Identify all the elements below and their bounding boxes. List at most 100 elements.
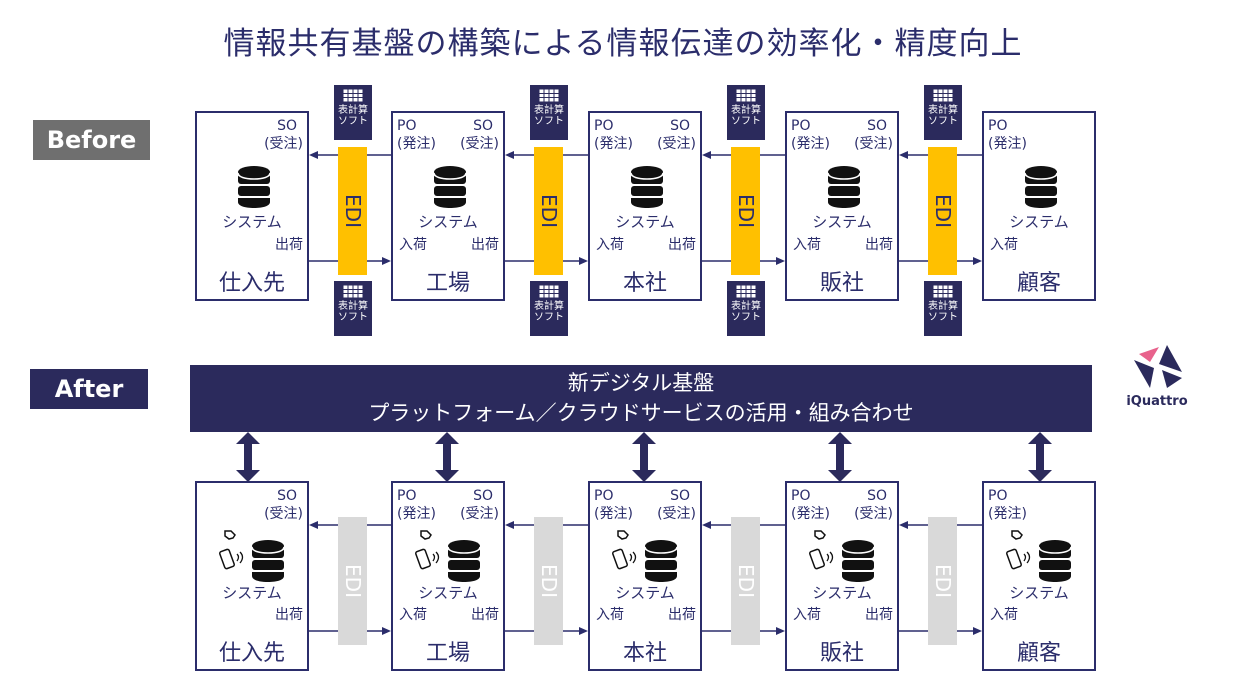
entity-box-after-2: PO(発注)SO(受注)システム入荷出荷本社 [588, 481, 702, 671]
receive-label: 入荷 [990, 237, 1018, 253]
database-icon [1024, 165, 1058, 209]
system-label: システム [222, 584, 282, 602]
spreadsheet-icon [933, 89, 953, 102]
entity-name: 顧客 [1016, 271, 1061, 296]
entity-box-before-4: PO(発注)システム入荷顧客 [982, 111, 1096, 301]
po-order-label: (発注) [988, 136, 1027, 152]
iquattro-logo: iQuattro [1112, 342, 1202, 412]
software-label: ソフト [534, 116, 564, 127]
edi-label: EDI [536, 564, 561, 598]
system-label: システム [418, 213, 478, 231]
database-icon [841, 539, 875, 583]
spreadsheet-label: 表計算 [731, 301, 761, 312]
software-label: ソフト [338, 116, 368, 127]
po-label: PO [397, 488, 417, 504]
so-label: SO [670, 118, 690, 134]
po-order-label: (発注) [594, 506, 633, 522]
edi-label: EDI [340, 194, 365, 228]
edi-label: EDI [930, 564, 955, 598]
database-icon [630, 165, 664, 209]
so-label: SO [670, 488, 690, 504]
platform-title: 新デジタル基盤 [567, 371, 715, 395]
edi-label: EDI [733, 564, 758, 598]
po-order-label: (発注) [594, 136, 633, 152]
mobile-device-icon [809, 528, 839, 572]
so-order-label: (受注) [460, 136, 499, 152]
spreadsheet-software-badge: 表計算ソフト [924, 281, 962, 336]
bidirectional-sync-arrow [632, 432, 656, 482]
ship-label: 出荷 [865, 607, 893, 623]
edi-bar: EDI [338, 517, 367, 645]
so-order-label: (受注) [854, 136, 893, 152]
entity-name: 工場 [425, 641, 470, 666]
receive-label: 入荷 [793, 607, 821, 623]
edi-label: EDI [536, 194, 561, 228]
so-label: SO [473, 118, 493, 134]
entity-box-before-3: PO(発注)SO(受注)システム入荷出荷販社 [785, 111, 899, 301]
system-label: システム [1009, 213, 1069, 231]
so-order-label: (受注) [657, 136, 696, 152]
spreadsheet-software-badge: 表計算ソフト [924, 85, 962, 140]
ship-label: 出荷 [275, 237, 303, 253]
spreadsheet-label: 表計算 [338, 105, 368, 116]
database-icon [433, 165, 467, 209]
spreadsheet-software-badge: 表計算ソフト [334, 281, 372, 336]
logo-text: iQuattro [1126, 394, 1188, 409]
mobile-device-icon [1006, 528, 1036, 572]
receive-label: 入荷 [990, 607, 1018, 623]
platform-subtitle: プラットフォーム／クラウドサービスの活用・組み合わせ [368, 401, 914, 425]
ship-label: 出荷 [668, 607, 696, 623]
system-label: システム [615, 213, 675, 231]
bidirectional-sync-arrow [828, 432, 852, 482]
spreadsheet-icon [343, 285, 363, 298]
before-label: Before [33, 120, 150, 160]
entity-name: 仕入先 [218, 271, 285, 296]
ship-label: 出荷 [471, 237, 499, 253]
po-order-label: (発注) [397, 136, 436, 152]
receive-label: 入荷 [596, 237, 624, 253]
slide-title: 情報共有基盤の構築による情報伝達の効率化・精度向上 [223, 26, 1023, 62]
edi-bar: EDI [534, 517, 563, 645]
so-label: SO [867, 488, 887, 504]
so-order-label: (受注) [657, 506, 696, 522]
spreadsheet-label: 表計算 [928, 301, 958, 312]
so-label: SO [473, 488, 493, 504]
edi-bar: EDI [338, 147, 367, 275]
mobile-device-icon [612, 528, 642, 572]
po-order-label: (発注) [791, 506, 830, 522]
po-label: PO [791, 488, 811, 504]
edi-label: EDI [733, 194, 758, 228]
entity-box-after-4: PO(発注)システム入荷顧客 [982, 481, 1096, 671]
spreadsheet-label: 表計算 [928, 105, 958, 116]
entity-box-before-0: SO(受注)システム出荷仕入先 [195, 111, 309, 301]
ship-label: 出荷 [668, 237, 696, 253]
entity-box-after-3: PO(発注)SO(受注)システム入荷出荷販社 [785, 481, 899, 671]
mobile-device-icon [415, 528, 445, 572]
bidirectional-sync-arrow [435, 432, 459, 482]
entity-name: 顧客 [1016, 641, 1061, 666]
so-order-label: (受注) [460, 506, 499, 522]
spreadsheet-software-badge: 表計算ソフト [727, 85, 765, 140]
entity-name: 工場 [425, 271, 470, 296]
entity-name: 販社 [819, 641, 864, 666]
edi-bar: EDI [928, 517, 957, 645]
software-label: ソフト [731, 116, 761, 127]
system-label: システム [812, 213, 872, 231]
bidirectional-sync-arrow [236, 432, 260, 482]
spreadsheet-software-badge: 表計算ソフト [334, 85, 372, 140]
po-order-label: (発注) [791, 136, 830, 152]
ship-label: 出荷 [275, 607, 303, 623]
spreadsheet-icon [343, 89, 363, 102]
spreadsheet-label: 表計算 [338, 301, 368, 312]
database-icon [644, 539, 678, 583]
po-label: PO [397, 118, 417, 134]
database-icon [237, 165, 271, 209]
spreadsheet-icon [736, 89, 756, 102]
database-icon [1038, 539, 1072, 583]
so-label: SO [867, 118, 887, 134]
database-icon [447, 539, 481, 583]
system-label: システム [812, 584, 872, 602]
software-label: ソフト [534, 312, 564, 323]
entity-name: 本社 [622, 271, 667, 296]
